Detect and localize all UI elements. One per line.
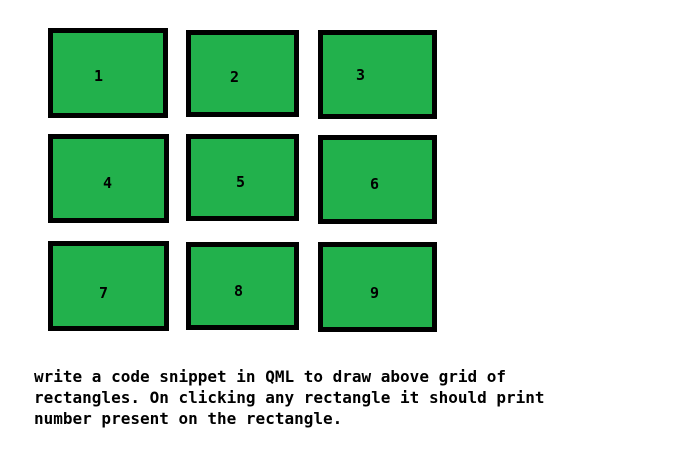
instruction-text: write a code snippet in QML to draw abov…: [34, 366, 545, 429]
grid-cell-5[interactable]: 5: [186, 134, 299, 221]
grid-cell-6[interactable]: 6: [318, 135, 437, 224]
grid-cell-3[interactable]: 3: [318, 30, 437, 119]
grid-cell-2[interactable]: 2: [186, 30, 299, 117]
cell-number-label: 8: [234, 282, 244, 300]
cell-number-label: 9: [370, 284, 380, 302]
cell-number-label: 5: [236, 173, 246, 191]
grid-cell-9[interactable]: 9: [318, 242, 437, 332]
grid-cell-7[interactable]: 7: [48, 241, 169, 331]
cell-number-label: 7: [99, 284, 109, 302]
grid-cell-4[interactable]: 4: [48, 134, 169, 223]
instruction-line-1: write a code snippet in QML to draw abov…: [34, 367, 507, 386]
cell-number-label: 1: [94, 67, 104, 85]
instruction-line-2: rectangles. On clicking any rectangle it…: [34, 388, 545, 407]
cell-number-label: 3: [356, 66, 366, 84]
cell-number-label: 2: [230, 68, 240, 86]
instruction-line-3: number present on the rectangle.: [34, 409, 343, 428]
grid-cell-1[interactable]: 1: [48, 28, 168, 118]
cell-number-label: 6: [370, 175, 380, 193]
grid-cell-8[interactable]: 8: [186, 242, 299, 330]
cell-number-label: 4: [103, 174, 113, 192]
